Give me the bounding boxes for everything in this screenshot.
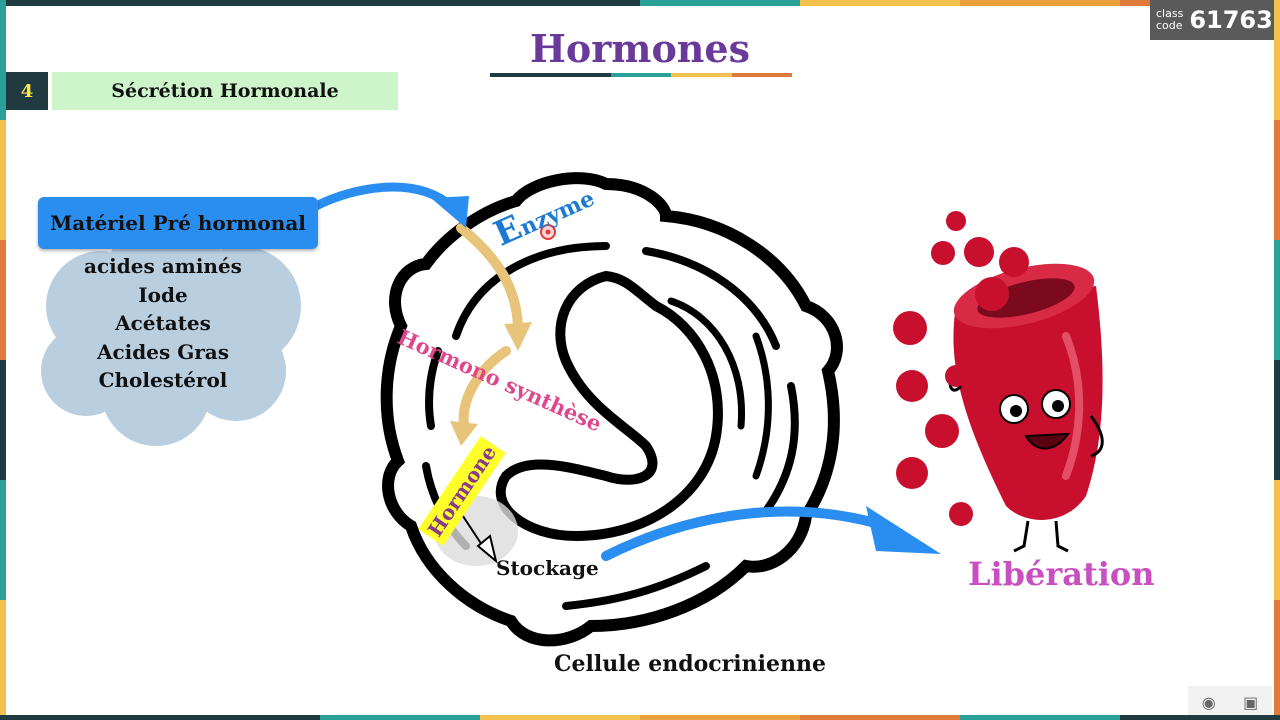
input-items-list: acides aminés Iode Acétates Acides Gras … (66, 252, 260, 395)
eye-icon[interactable]: ◉ (1201, 692, 1216, 712)
presentation-controls: ◉ ▣ (1188, 686, 1272, 715)
synthesis-arrowhead-2 (450, 421, 478, 446)
release-arrow (601, 506, 891, 561)
section-number: 4 (6, 72, 48, 110)
right-color-band (1274, 0, 1280, 720)
cell-membrane (380, 172, 843, 647)
input-arrowhead (431, 196, 469, 228)
release-label: Libération (968, 555, 1155, 593)
cell-label: Cellule endocrinienne (554, 651, 826, 677)
slide: Hormones 4 Sécrétion Hormonale (6, 6, 1274, 715)
cloud-shape (41, 216, 301, 446)
synthesis-arrows (456, 223, 523, 431)
synthesis-arrowhead-1 (504, 322, 532, 351)
page-title: Hormones (529, 26, 751, 71)
release-arrowhead (866, 506, 941, 554)
hormone-secretion-diagram (41, 172, 1104, 647)
blood-vessel-character (948, 263, 1104, 553)
left-color-band (0, 0, 6, 720)
list-item: Acétates (115, 311, 211, 336)
list-item: Iode (138, 282, 188, 307)
section-title: Sécrétion Hormonale (52, 72, 398, 110)
blood-cells (893, 211, 1029, 526)
list-item: Acides Gras (96, 339, 230, 364)
input-arrow (311, 182, 456, 211)
storage-label: Stockage (496, 556, 599, 580)
screen-settings-icon[interactable]: ▣ (1243, 692, 1259, 712)
bottom-color-band (0, 715, 1280, 720)
title-underline (490, 73, 793, 77)
input-material-box: Matériel Pré hormonal (38, 197, 318, 249)
class-code-value: 61763 (1189, 6, 1273, 34)
list-item: acides aminés (84, 254, 242, 278)
class-code-badge: class code 61763 (1150, 0, 1274, 40)
class-code-caption: class code (1156, 7, 1184, 32)
list-item: Cholestérol (98, 368, 228, 393)
